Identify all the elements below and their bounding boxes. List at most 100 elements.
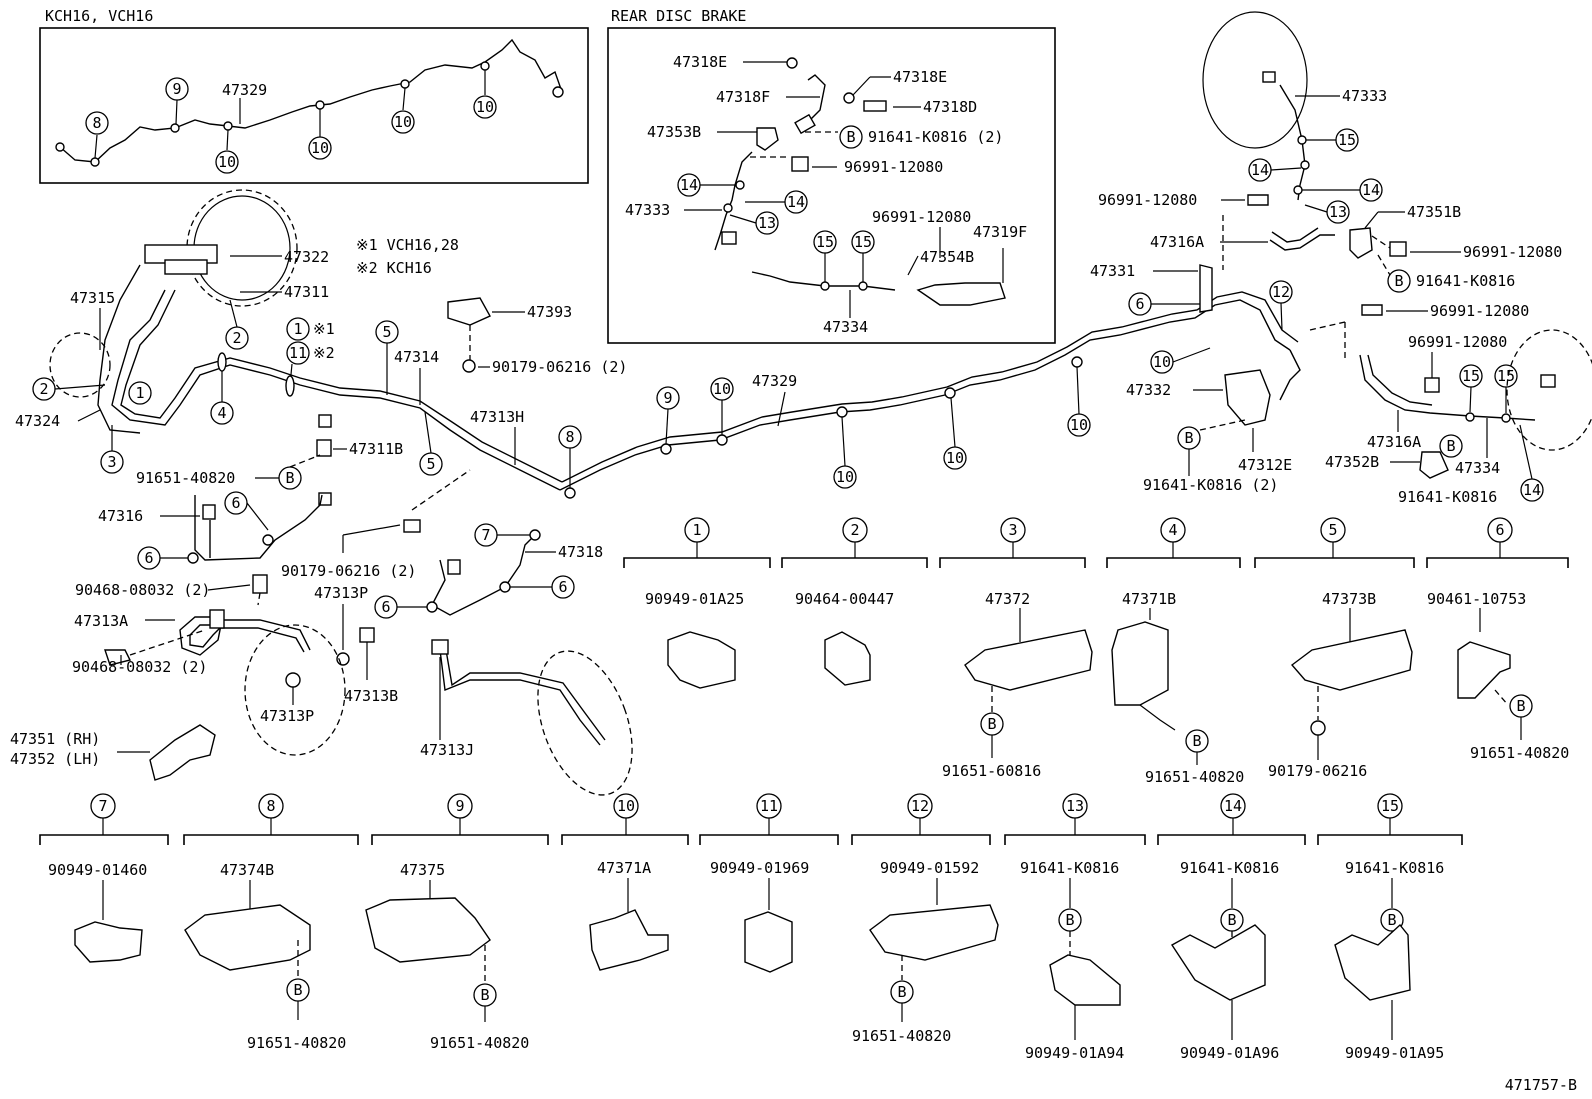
clamp-9-shape	[365, 897, 491, 963]
rear-callout-15a: 15	[816, 233, 834, 251]
label-47316: 47316	[98, 507, 143, 525]
rear-callout-13: 13	[758, 214, 776, 232]
mid-callout-6b: 6	[144, 549, 153, 567]
front-callout-4: 4	[217, 404, 226, 422]
table-index-11: 11	[760, 797, 778, 815]
mid-callout-6d: 6	[381, 598, 390, 616]
clamp-14-shape	[1171, 924, 1266, 1001]
label-47318E-a: 47318E	[673, 53, 727, 71]
table-part-2: 90464-00447	[795, 590, 894, 608]
label-47333: 47333	[1342, 87, 1387, 105]
table-part-8: 47374B	[220, 861, 274, 879]
label-47313P-top: 47313P	[314, 584, 368, 602]
table-part-3: 47372	[985, 590, 1030, 608]
label-47318: 47318	[558, 543, 603, 561]
bolt-B-rr-a: B	[1394, 272, 1403, 290]
clamp-2-shape	[824, 631, 871, 686]
label-91651-40820-mid: 91651-40820	[136, 469, 235, 487]
table-index-7: 7	[98, 797, 107, 815]
table-index-13: 13	[1066, 797, 1084, 815]
mid-callout-6a: 6	[231, 494, 240, 512]
inset-rear-title: REAR DISC BRAKE	[611, 7, 746, 25]
note-callout-11: 11	[289, 344, 307, 362]
inset-kch-tube	[59, 38, 563, 163]
bracket-47351B	[1349, 227, 1373, 259]
bolt-B-rr-c: B	[1446, 437, 1455, 455]
rear-drum-right	[1506, 329, 1592, 451]
label-96991-12080-rr-d: 96991-12080	[1408, 333, 1507, 351]
bracket-47351-47352	[149, 724, 216, 781]
note-vch: ※1 VCH16,28	[356, 236, 459, 254]
table-index-3: 3	[1008, 521, 1017, 539]
table-extra-15: 90949-01A95	[1345, 1044, 1444, 1062]
table-part-13: 91641-K0816	[1020, 859, 1119, 877]
bracket-47331	[1199, 264, 1213, 313]
mid-left-area: 5 47314 5 47393 90179-06216 (2) 47311B B…	[10, 297, 633, 796]
note-star-2: ※2	[313, 344, 335, 362]
table-index-8: 8	[266, 797, 275, 815]
label-47334-rear: 47334	[823, 318, 868, 336]
rear-callout-14a: 14	[680, 176, 698, 194]
main-callout-10b: 10	[836, 468, 854, 486]
rr-callout-14c: 14	[1523, 481, 1541, 499]
table-extra-6: 91651-40820	[1470, 744, 1569, 762]
label-47322: 47322	[284, 248, 329, 266]
bracket-47312E	[1224, 369, 1271, 426]
rear-right-area: 47333 15 14 14 96991-12080 13 47351B 473…	[1090, 11, 1592, 506]
table-part-14: 91641-K0816	[1180, 859, 1279, 877]
inset-rear-frame	[607, 27, 1056, 344]
table-part-10: 47371A	[597, 859, 651, 877]
main-callout-10c: 10	[946, 449, 964, 467]
label-47311: 47311	[284, 283, 329, 301]
table-bolt-15: B	[1387, 911, 1396, 929]
inset-kch-callout-10b: 10	[311, 139, 329, 157]
label-47393: 47393	[527, 303, 572, 321]
front-master-cylinder-area: 47322 ※1 VCH16,28 ※2 KCH16 47311 47315 2…	[15, 189, 563, 491]
main-tube-47329: 9 10 47329 10 10 10	[559, 291, 1299, 499]
mid-callout-5a: 5	[382, 323, 391, 341]
label-47313J: 47313J	[420, 741, 474, 759]
clamp-table-row1: 1 90949-01A25 2 90464-00447 3 47372 B 91…	[623, 517, 1569, 786]
table-bolt-6: B	[1516, 697, 1525, 715]
label-47352-LH: 47352 (LH)	[10, 750, 100, 768]
table-extra-13: 90949-01A94	[1025, 1044, 1124, 1062]
front-callout-3: 3	[107, 453, 116, 471]
bolt-B-rear-a: B	[846, 128, 855, 146]
label-91641-K0816-2-rr: 91641-K0816 (2)	[1143, 476, 1278, 494]
label-47351B: 47351B	[1407, 203, 1461, 221]
table-part-15: 91641-K0816	[1345, 859, 1444, 877]
table-part-5: 47373B	[1322, 590, 1376, 608]
label-47311B: 47311B	[349, 440, 403, 458]
mid-callout-8: 8	[565, 428, 574, 446]
label-47314: 47314	[394, 348, 439, 366]
table-part-6: 90461-10753	[1427, 590, 1526, 608]
main-callout-9: 9	[663, 389, 672, 407]
note-callout-1: 1	[293, 320, 302, 338]
union-47311B	[316, 439, 332, 457]
rr-callout-12: 12	[1272, 283, 1290, 301]
tube-47334	[751, 271, 896, 291]
inset-kch-title: KCH16, VCH16	[45, 7, 153, 25]
label-47333-rear: 47333	[625, 201, 670, 219]
label-91641-K0816-rr-a: 91641-K0816	[1416, 272, 1515, 290]
inset-kch-callout-10a: 10	[218, 153, 236, 171]
label-47329: 47329	[752, 372, 797, 390]
rr-callout-15b: 15	[1462, 367, 1480, 385]
table-index-12: 12	[911, 797, 929, 815]
hose-47318F	[804, 74, 826, 126]
clamp-10-shape	[589, 909, 669, 971]
hose-47319F	[916, 282, 1006, 306]
inset-rear-disc-brake: REAR DISC BRAKE 47318E 47318E 47318F 473…	[607, 7, 1056, 344]
figure-id: 471757-B	[1505, 1076, 1577, 1094]
label-47313H: 47313H	[470, 408, 524, 426]
table-bolt-8: B	[293, 981, 302, 999]
label-90179-06216-2a: 90179-06216 (2)	[492, 358, 627, 376]
table-extra-3: 91651-60816	[942, 762, 1041, 780]
table-index-1: 1	[692, 521, 701, 539]
front-callout-2a: 2	[232, 329, 241, 347]
table-part-11: 90949-01969	[710, 859, 809, 877]
clamp-table-row2: 7 90949-01460 8 47374B B 91651-40820 9 4…	[39, 793, 1463, 1062]
label-47313P-bot: 47313P	[260, 707, 314, 725]
main-callout-10d: 10	[1070, 416, 1088, 434]
